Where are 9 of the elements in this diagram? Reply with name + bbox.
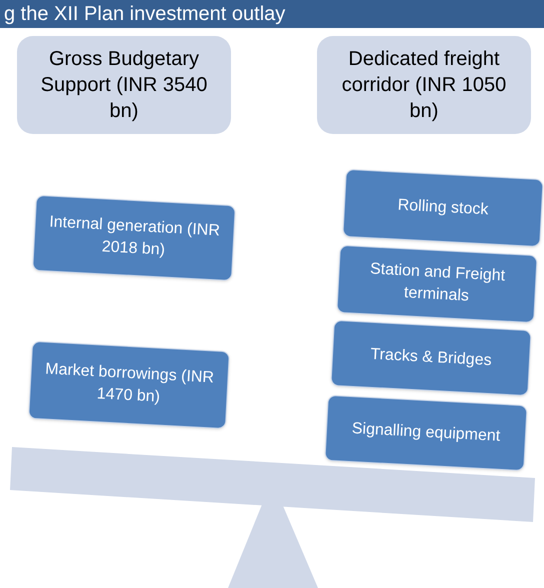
item-box: Signalling equipment: [324, 394, 528, 472]
category-box: Dedicated freight corridor (INR 1050 bn): [317, 36, 531, 134]
title-bar: g the XII Plan investment outlay: [0, 0, 544, 28]
item-box: Internal generation (INR 2018 bn): [32, 194, 236, 282]
item-box: Station and Freight terminals: [336, 244, 538, 324]
category-box: Gross Budgetary Support (INR 3540 bn): [17, 36, 231, 134]
item-box: Rolling stock: [342, 168, 544, 248]
item-box: Market borrowings (INR 1470 bn): [28, 340, 230, 430]
item-box: Tracks & Bridges: [330, 320, 532, 396]
